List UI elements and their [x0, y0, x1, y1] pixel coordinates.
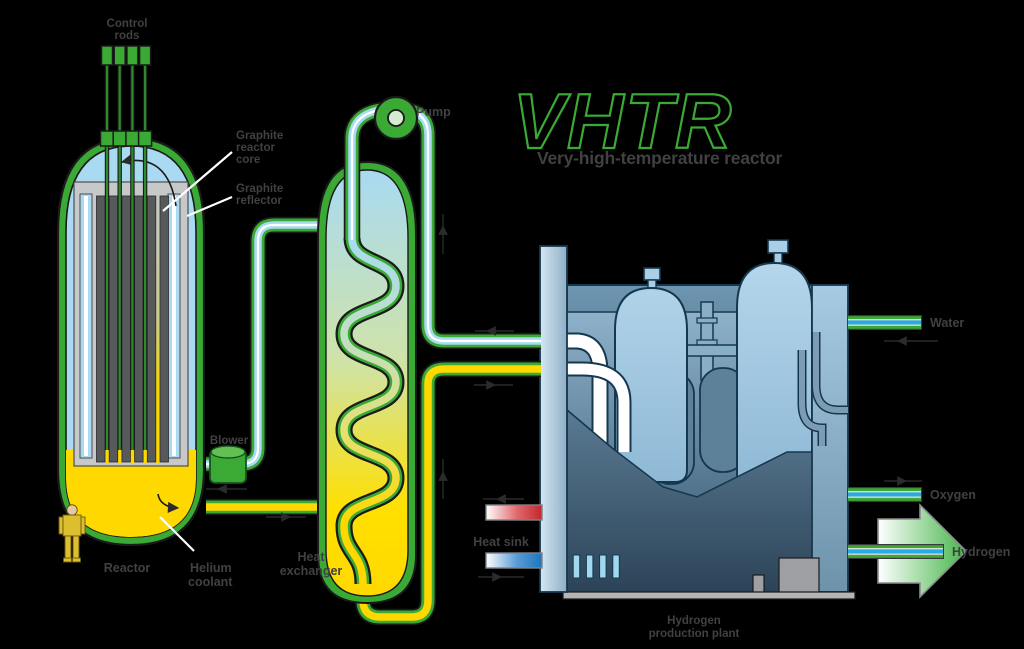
- control-rods: [99, 45, 153, 450]
- pump-label: Pump: [416, 105, 451, 119]
- title-block: VHTR Very-high-temperature reactor: [512, 76, 783, 168]
- graphite-reflector-label: reflector: [236, 195, 283, 207]
- hydrogen-label: Hydrogen: [952, 545, 1010, 559]
- graphite-core-label: reactor: [236, 142, 276, 154]
- heat-sink-cold-pipe: [485, 552, 543, 569]
- oxygen-pipe: [848, 487, 922, 502]
- heat-sink-label: Heat sink: [473, 535, 529, 549]
- helium-coolant-label: Helium: [190, 561, 232, 575]
- plant-white-pipes: [567, 332, 632, 452]
- hydrogen-plant-label: Hydrogen: [667, 615, 721, 627]
- heat-sink-hot-pipe: [485, 504, 543, 521]
- heat-exchanger-label: Heat: [297, 550, 325, 564]
- plant-right-wall: [811, 284, 849, 593]
- heat-sink-pipes: [485, 504, 543, 569]
- primary-cold-leg-pipe: [206, 216, 327, 473]
- blower: [209, 445, 247, 484]
- flow-arrows: [206, 214, 938, 582]
- heat-exchanger-coil: [335, 236, 405, 585]
- heat-exchanger-label: exchanger: [280, 564, 343, 578]
- heat-exchanger: [317, 95, 419, 605]
- plant-chimney: [539, 245, 568, 593]
- pump: [373, 95, 419, 141]
- hydrogen-pipe: [848, 544, 944, 559]
- blower-label: Blower: [210, 435, 249, 447]
- title-acronym: VHTR: [513, 77, 733, 165]
- water-label: Water: [930, 316, 964, 330]
- pool-flow-arrow: [157, 493, 180, 514]
- title-subtitle: Very-high-temperature reactor: [537, 148, 783, 168]
- graphite-core-label: Graphite: [236, 130, 283, 142]
- labels: Control rods Graphite reactor core Graph…: [104, 18, 1011, 640]
- hydrogen-plant-label: production plant: [649, 628, 740, 640]
- plant-door: [778, 557, 820, 595]
- helium-coolant-label: coolant: [188, 575, 233, 589]
- control-rods-label: rods: [115, 30, 140, 42]
- plant-base: [562, 591, 856, 600]
- secondary-hot-supply-pipe: [354, 360, 541, 626]
- graphite-reflector-label: Graphite: [236, 183, 283, 195]
- helium-pool: [66, 450, 196, 537]
- leader-lines: [159, 151, 233, 552]
- graphite-core-label: core: [236, 154, 260, 166]
- plant-gray-pipes: [797, 332, 848, 446]
- hydrogen-production-plant: [539, 239, 856, 600]
- oxygen-label: Oxygen: [930, 488, 976, 502]
- water-pipe: [848, 315, 922, 330]
- control-rods-label: Control: [107, 18, 148, 30]
- person-figure: [58, 504, 86, 563]
- reactor-label: Reactor: [104, 561, 151, 575]
